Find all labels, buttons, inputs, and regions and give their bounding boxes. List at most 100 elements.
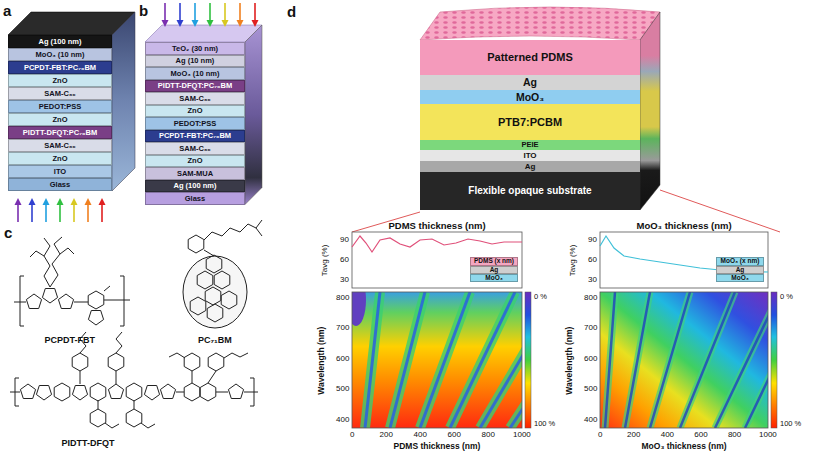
layer-band: ZnO bbox=[8, 74, 112, 87]
axis-text: 90 bbox=[340, 236, 349, 245]
axis-text: 30 bbox=[588, 276, 597, 285]
layer-band: SAM-MUA bbox=[145, 167, 245, 180]
legend-layer: PDMS (x nm) bbox=[470, 257, 518, 266]
layer-band: PCPDT-FBT:PC₇₀BM bbox=[8, 61, 112, 74]
layer-label: MoO₃ bbox=[485, 275, 502, 282]
layer-band: ZnO bbox=[145, 155, 245, 168]
axis-text: 400 bbox=[584, 416, 597, 425]
device-layer: ITO bbox=[420, 150, 640, 161]
layer-band: ZnO bbox=[8, 152, 112, 165]
layer-band: PCPDT-FBT:PC₇₀BM bbox=[145, 130, 245, 143]
layer-label: ITO bbox=[523, 152, 536, 160]
layer-label: MoO₃ (10 nm) bbox=[171, 70, 220, 78]
layer-band: Ag (100 nm) bbox=[145, 180, 245, 193]
layer-label: MoO₃ bbox=[731, 275, 748, 282]
layer-label: SAM-MUA bbox=[177, 170, 213, 178]
panel-letter: d bbox=[287, 4, 296, 21]
layer-band: ITO bbox=[8, 165, 112, 178]
layer-label: SAM-C₆₀ bbox=[179, 95, 210, 103]
compound-name: PCPDT-FBT bbox=[45, 336, 96, 346]
axis-text: 700 bbox=[336, 324, 349, 333]
axis-text: 400 bbox=[336, 416, 349, 425]
layer-label: PCPDT-FBT:PC₇₀BM bbox=[159, 132, 231, 140]
layer-band: Glass bbox=[8, 178, 112, 191]
layer-label: Flexible opaque substrate bbox=[468, 186, 591, 196]
axis-text: 600 bbox=[448, 431, 461, 440]
layer-band: Ag (100 nm) bbox=[8, 35, 112, 48]
axis-text: 400 bbox=[414, 431, 427, 440]
legend-layer: MoO₃ bbox=[716, 274, 764, 282]
layer-label: TeO₂ (30 nm) bbox=[172, 45, 218, 53]
panel-letter: b bbox=[139, 3, 148, 20]
axis-text: 30 bbox=[340, 276, 349, 285]
axis-text: 500 bbox=[336, 385, 349, 394]
axis-text: 0 % bbox=[780, 293, 793, 301]
axis-text: 200 bbox=[380, 431, 393, 440]
layer-band: TeO₂ (30 nm) bbox=[145, 42, 245, 55]
axis-text: 500 bbox=[584, 385, 597, 394]
layer-label: MoO₃ bbox=[516, 92, 544, 103]
layer-band: SAM-C₆₀ bbox=[145, 142, 245, 155]
legend-layer: Ag bbox=[716, 266, 764, 274]
legend-layer: MoO₃ (x nm) bbox=[716, 257, 764, 266]
axis-text: Wavelength (nm) bbox=[317, 326, 326, 394]
layer-band: Glass bbox=[145, 192, 245, 205]
legend-layer: Ag bbox=[470, 266, 518, 274]
device-layer: MoO₃ bbox=[420, 90, 640, 104]
layer-label: ZnO bbox=[53, 116, 68, 124]
layer-band: PIDTT-DFQT:PC₇₀BM bbox=[8, 126, 112, 139]
layer-label: PCPDT-FBT:PC₇₀BM bbox=[24, 64, 96, 72]
axis-text: 800 bbox=[584, 294, 597, 303]
layer-band: PIDTT-DFQT:PC₇₀BM bbox=[145, 80, 245, 93]
axis-text: 200 bbox=[627, 431, 640, 440]
axis-text: 0 % bbox=[534, 293, 547, 301]
axis-text: 1000 bbox=[759, 431, 777, 440]
axis-text: 1000 bbox=[513, 431, 531, 440]
axis-text: 800 bbox=[336, 294, 349, 303]
axis-text: 600 bbox=[584, 355, 597, 364]
layer-band: ZnO bbox=[145, 105, 245, 118]
layer-label: PEDOT:PSS bbox=[174, 120, 217, 128]
layer-label: ZnO bbox=[188, 157, 203, 165]
layer-label: Ag (100 nm) bbox=[174, 182, 217, 190]
axis-text: 60 bbox=[588, 256, 597, 265]
layer-band: MoO₃ (10 nm) bbox=[145, 67, 245, 80]
layer-band: SAM-C₆₀ bbox=[8, 87, 112, 100]
axis-text: 0 bbox=[598, 431, 602, 440]
layer-band: PEDOT:PSS bbox=[145, 117, 245, 130]
layer-band: MoO₃ (10 nm) bbox=[8, 48, 112, 61]
layer-label: PTB7:PCBM bbox=[498, 117, 562, 128]
layer-label: PEDOT:PSS bbox=[39, 103, 82, 111]
device-layer: PTB7:PCBM bbox=[420, 104, 640, 140]
layer-label: Patterned PDMS bbox=[487, 52, 573, 63]
layer-label: Ag bbox=[736, 267, 745, 274]
compound-name: PIDTT-DFQT bbox=[62, 439, 115, 449]
axis-text: MoO₃ thickness (nm) bbox=[637, 221, 732, 231]
axis-text: 400 bbox=[661, 431, 674, 440]
axis-text: 600 bbox=[336, 355, 349, 364]
panel-letter: a bbox=[3, 3, 11, 20]
legend-layer: MoO₃ bbox=[470, 274, 518, 282]
compound-name: PC₇₁BM bbox=[198, 336, 232, 346]
layer-band: SAM-C₆₀ bbox=[8, 139, 112, 152]
axis-text: 800 bbox=[482, 431, 495, 440]
device-layer: PEIE bbox=[420, 140, 640, 150]
panel-letter: c bbox=[4, 225, 12, 242]
axis-text: Tavg (%) bbox=[321, 244, 330, 276]
axis-text: Tavg (%) bbox=[569, 244, 578, 276]
layer-label: PIDTT-DFQT:PC₇₀BM bbox=[23, 129, 97, 137]
layer-label: SAM-C₆₀ bbox=[179, 145, 210, 153]
device-layer: Ag bbox=[420, 75, 640, 90]
axis-text: 600 bbox=[694, 431, 707, 440]
layer-label: MoO₃ (10 nm) bbox=[36, 51, 85, 59]
layer-label: Ag (10 nm) bbox=[176, 57, 215, 65]
device-layer: Ag bbox=[420, 161, 640, 172]
layer-label: Glass bbox=[50, 181, 70, 189]
layer-label: ZnO bbox=[53, 155, 68, 163]
layer-label: SAM-C₆₀ bbox=[44, 90, 75, 98]
layer-label: Ag bbox=[525, 163, 536, 171]
axis-text: 800 bbox=[728, 431, 741, 440]
layer-label: MoO₃ (x nm) bbox=[721, 258, 760, 265]
axis-text: PDMS thickness (nm) bbox=[389, 221, 486, 231]
